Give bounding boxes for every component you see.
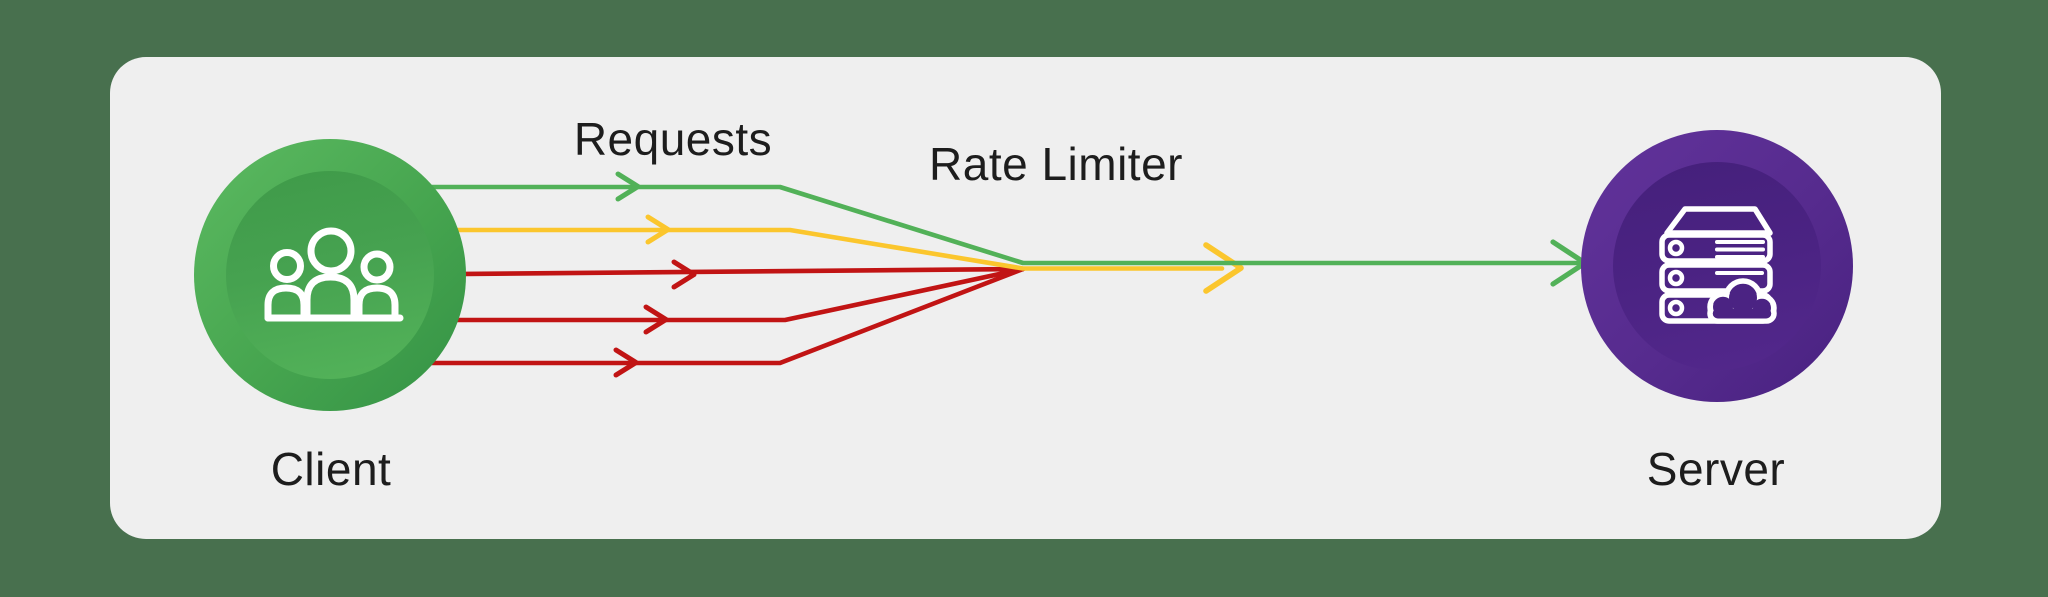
server-led	[1667, 239, 1685, 257]
arrowhead-icon	[615, 171, 641, 202]
requests-label: Requests	[573, 113, 773, 165]
rejected-request-line-2	[337, 266, 1026, 323]
server-label: Server	[1646, 443, 1786, 495]
client-label: Client	[270, 443, 392, 495]
client-node	[194, 139, 466, 411]
arrowhead-icon	[645, 214, 671, 245]
server-roof	[1664, 206, 1773, 236]
users-icon	[264, 227, 404, 322]
server-node	[1581, 130, 1853, 402]
throttled-request-line	[337, 227, 1225, 271]
server-unit	[1659, 232, 1773, 264]
arrowhead-icon	[643, 304, 669, 335]
rejected-request-line-3	[337, 266, 1026, 366]
server-led	[1667, 269, 1685, 287]
server-led	[1667, 299, 1685, 317]
arrowhead-icon	[613, 347, 639, 378]
server-cloud-icon	[1659, 206, 1777, 324]
rate-limiter-label: Rate Limiter	[929, 138, 1183, 190]
arrowhead-icon	[671, 259, 697, 290]
cloud-icon	[1707, 278, 1777, 324]
allowed-request-line	[337, 184, 1589, 266]
server-unit	[1659, 262, 1773, 294]
throttled-request-lines	[337, 214, 1244, 294]
arrowhead-icon	[1203, 242, 1244, 294]
